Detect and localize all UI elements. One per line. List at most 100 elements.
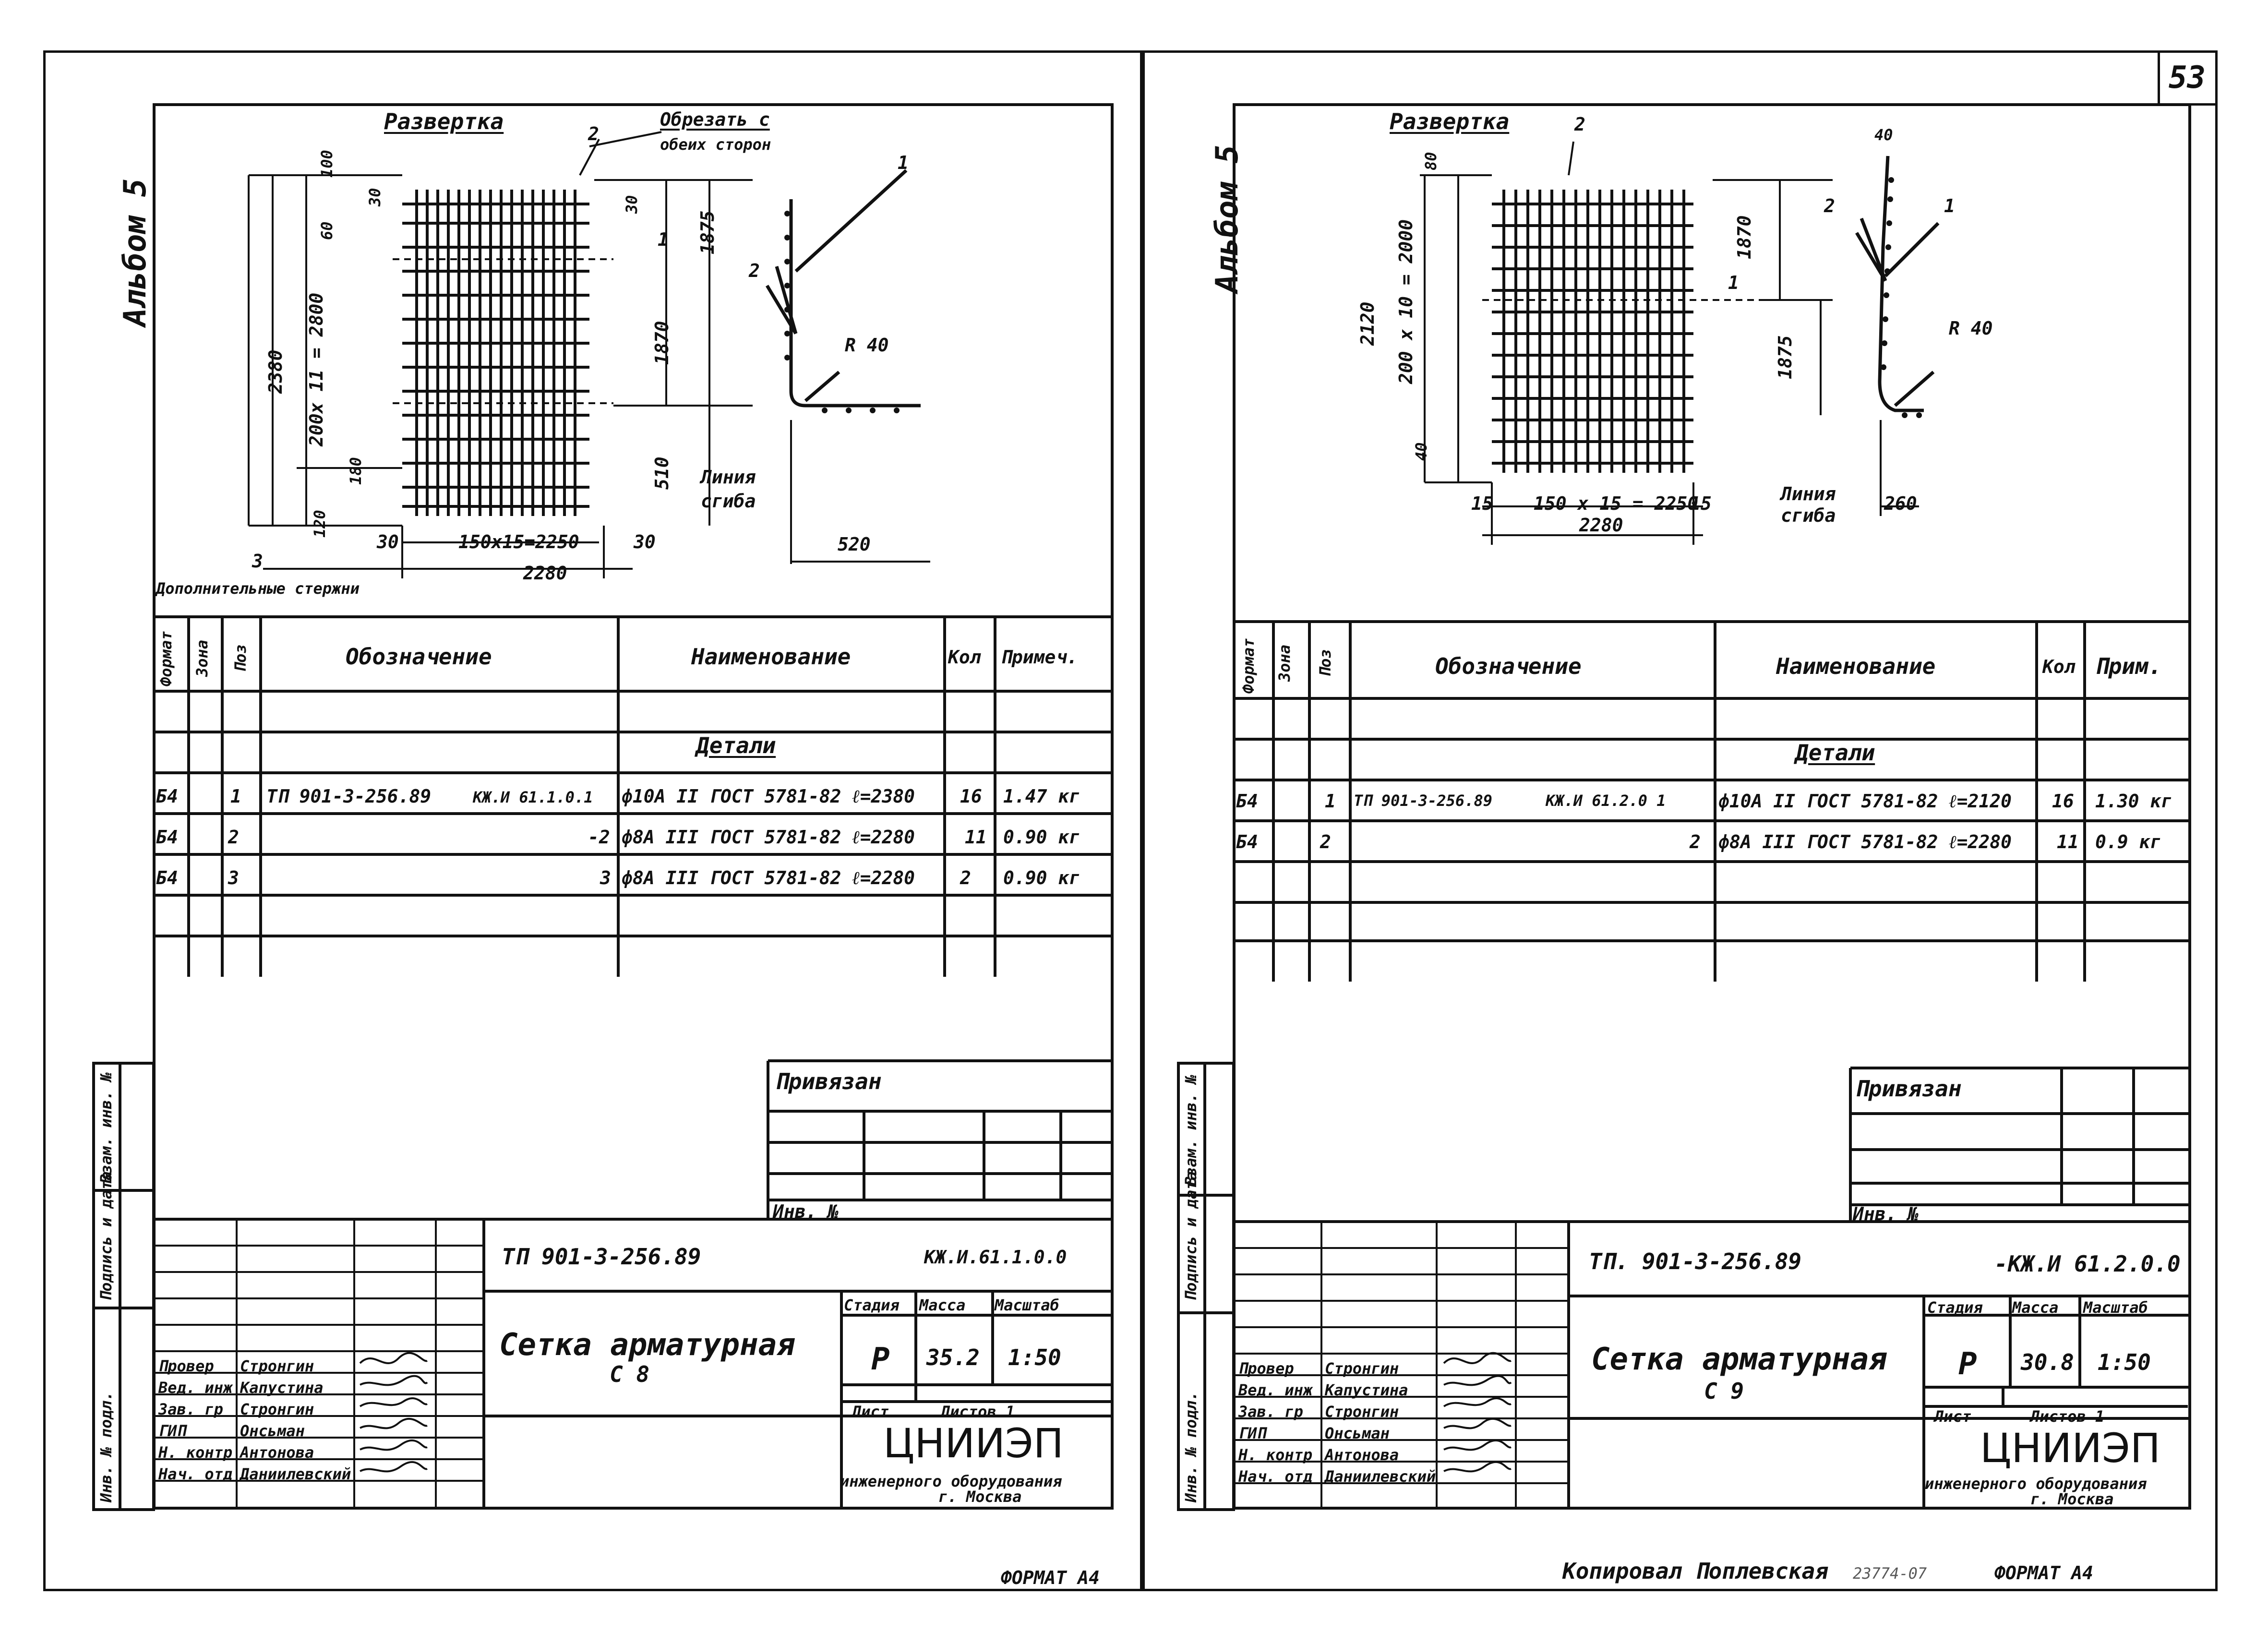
signer-role: Нач. отд xyxy=(158,1465,233,1483)
signer-name: Онсьман xyxy=(240,1422,305,1440)
signer-name: Антонова xyxy=(240,1443,314,1462)
right-bend-line-1: Линия xyxy=(1781,483,1836,504)
left-privyazan-grid xyxy=(767,1059,1114,1219)
left-label-1-mid: 1 xyxy=(658,229,669,250)
right-th-name: Наименование xyxy=(1776,653,1936,679)
left-privyazan: Привязан xyxy=(775,1068,882,1094)
left-mass-header: Масса xyxy=(919,1296,966,1314)
right-frame xyxy=(1233,103,2191,1510)
left-dim-30a: 30 xyxy=(366,188,384,206)
row-note: 1.30 кг xyxy=(2095,791,2172,812)
right-title-2: С 9 xyxy=(1704,1378,1744,1404)
right-dim-200x: 200 х 10 = 2000 xyxy=(1395,219,1416,384)
signer-role: Вед. инж xyxy=(1238,1381,1313,1399)
right-inv-no: Инв. № xyxy=(1853,1203,1919,1224)
left-dimension-lines xyxy=(248,131,930,578)
left-frame xyxy=(153,103,1114,1510)
left-dim-60: 60 xyxy=(318,221,336,240)
left-dim-30top: 30 xyxy=(623,195,641,214)
left-title-block-grid xyxy=(153,1218,1114,1510)
signer-name: Капустина xyxy=(240,1379,324,1397)
right-label-1-profile: 1 xyxy=(1944,195,1955,216)
left-heading: Развертка xyxy=(384,108,504,134)
left-label-1-profile: 1 xyxy=(898,152,909,173)
left-scale: 1:50 xyxy=(1008,1344,1061,1370)
right-doc-code: ТП. 901-3-256.89 xyxy=(1589,1248,1802,1274)
right-doc-code-right: -КЖ.И 61.2.0.0 xyxy=(1994,1251,2181,1277)
signer-role: Н. контр xyxy=(1238,1446,1313,1464)
row-format: Б4 xyxy=(156,786,178,807)
row-pos: 1 xyxy=(1325,791,1336,812)
left-sheet-header: Лист xyxy=(852,1403,889,1421)
row-name: ф8А III ГОСТ 5781-82 ℓ=2280 xyxy=(622,827,915,848)
left-mesh-grid xyxy=(402,190,589,516)
row-designation: ТП 901-3-256.89 xyxy=(266,786,432,807)
left-stage-header: Стадия xyxy=(844,1296,900,1314)
right-scale: 1:50 xyxy=(2098,1349,2151,1375)
left-side-stamp xyxy=(92,1062,155,1511)
right-dim-15b: 15 xyxy=(1690,493,1712,514)
row-format: Б4 xyxy=(156,867,178,888)
row-format: Б4 xyxy=(156,827,178,848)
left-title-1: Сетка арматурная xyxy=(499,1327,795,1363)
left-signatures xyxy=(359,1352,428,1473)
left-footer-format: ФОРМАТ А4 xyxy=(1001,1567,1100,1588)
row-qty: 2 xyxy=(960,867,971,888)
row-note: 0.90 кг xyxy=(1003,827,1080,848)
right-side-stamp xyxy=(1177,1062,1235,1511)
row-pos: 1 xyxy=(230,786,241,807)
signer-name: Стронгин xyxy=(1325,1359,1399,1378)
right-footer-scribble: 23774-07 xyxy=(1853,1564,1927,1583)
signer-name: Стронгин xyxy=(240,1357,314,1375)
left-album-label: Альбом 5 xyxy=(118,178,153,326)
signer-name: Стронгин xyxy=(1325,1403,1399,1421)
left-dim-100: 100 xyxy=(318,150,336,178)
left-extra-bars: Дополнительные стержни xyxy=(156,579,360,598)
right-th-note: Прим. xyxy=(2095,653,2162,679)
right-dim-150x: 150 х 15 = 2250 xyxy=(1534,493,1699,514)
left-mesh-drawing xyxy=(248,131,930,578)
left-side-label-replace: Взам. инв. № xyxy=(97,1072,115,1183)
right-title-1: Сетка арматурная xyxy=(1591,1342,1887,1377)
page-number: 53 xyxy=(2169,60,2206,96)
row-pos: 3 xyxy=(228,867,239,888)
right-heading: Развертка xyxy=(1390,108,1510,134)
right-side-label-replace: Взам. инв. № xyxy=(1182,1074,1200,1186)
right-sheets-header: Листов 1 xyxy=(2030,1407,2105,1426)
right-scale-header: Масштаб xyxy=(2083,1298,2148,1317)
row-qty: 11 xyxy=(2057,831,2079,852)
signer-role: ГИП xyxy=(1238,1424,1266,1442)
row-pos: 2 xyxy=(1320,831,1331,852)
row-pos: 2 xyxy=(228,827,239,848)
right-side-label-sign: Подпись и дата xyxy=(1182,1171,1200,1301)
left-dim-30c: 30 xyxy=(634,531,656,552)
right-bend-profile xyxy=(1855,156,1940,412)
row-name: ф8А III ГОСТ 5781-82 ℓ=2280 xyxy=(1718,831,2012,852)
left-title-2: С 8 xyxy=(610,1361,650,1387)
right-title-block-grid xyxy=(1233,1220,2191,1510)
left-dim-30b: 30 xyxy=(377,531,399,552)
right-side-label-inv: Инв. № подл. xyxy=(1182,1391,1200,1502)
row-designation: ТП 901-3-256.89 xyxy=(1354,792,1492,810)
right-dim-2120: 2120 xyxy=(1357,301,1378,346)
right-label-2-profile: 2 xyxy=(1824,195,1835,216)
signer-role: Нач. отд xyxy=(1238,1467,1313,1486)
right-dim-40top: 40 xyxy=(1874,126,1893,144)
left-th-zone: Зона xyxy=(193,639,211,677)
left-r40: R 40 xyxy=(845,335,889,356)
left-label-2-profile: 2 xyxy=(749,260,760,281)
right-sheet-header: Лист xyxy=(1934,1407,1972,1426)
row-code: КЖ.И 61.2.0 1 xyxy=(1546,792,1666,810)
right-org-3: г. Москва xyxy=(2030,1490,2114,1508)
right-sheet xyxy=(1142,50,2218,1591)
right-dim-40: 40 xyxy=(1412,442,1430,461)
right-privyazan: Привязан xyxy=(1855,1076,1962,1102)
signer-name: Стронгин xyxy=(240,1400,314,1418)
right-footer-format: ФОРМАТ А4 xyxy=(1994,1562,2093,1584)
row-code: -2 xyxy=(588,827,610,848)
right-dim-2280: 2280 xyxy=(1579,515,1623,536)
right-stage: Р xyxy=(1958,1346,1977,1382)
right-spec-table-grid xyxy=(1233,620,2191,982)
left-scale-header: Масштаб xyxy=(995,1296,1059,1314)
left-dim-520: 520 xyxy=(838,534,871,555)
